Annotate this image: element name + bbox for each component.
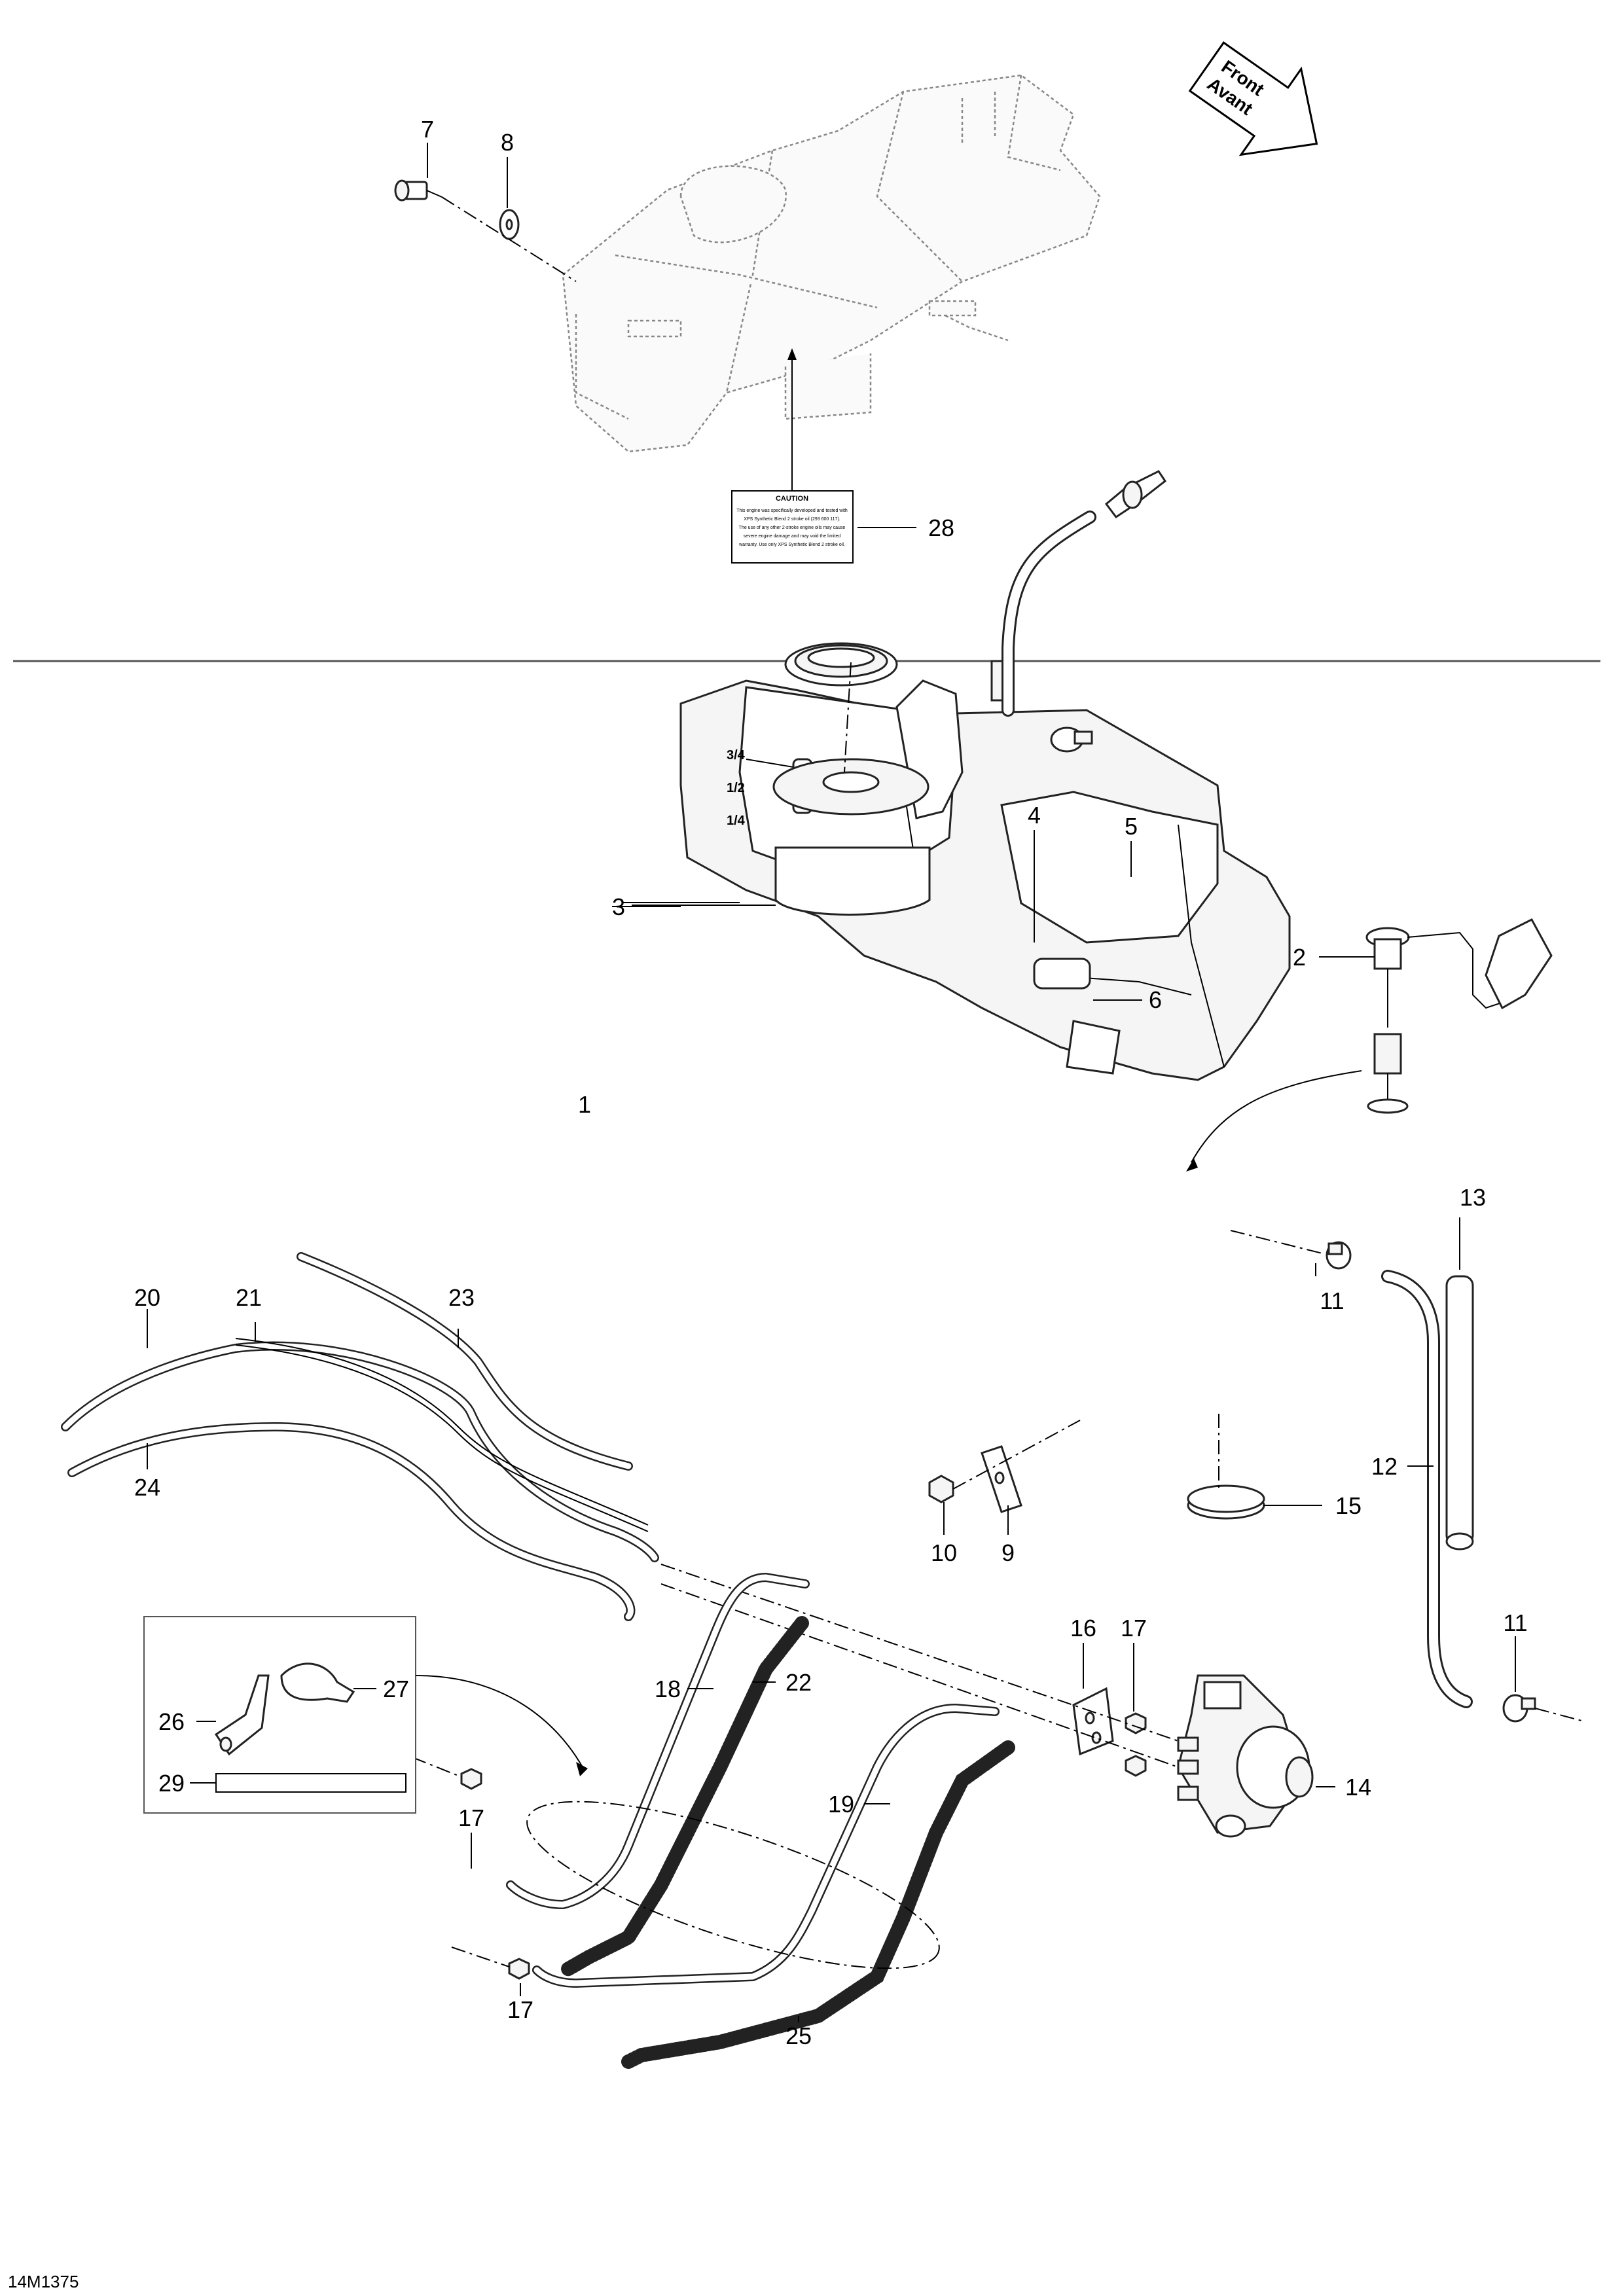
caution-line: XPS Synthetic Blend 2 stroke oil (293 60… bbox=[744, 517, 840, 522]
callout-27: 27 bbox=[383, 1676, 409, 1702]
callout-17-upper: 17 bbox=[1121, 1615, 1147, 1641]
callout-13: 13 bbox=[1460, 1184, 1486, 1211]
callout-10: 10 bbox=[931, 1539, 957, 1566]
caution-line: warranty. Use only XPS Synthetic Blend 2… bbox=[738, 543, 845, 547]
callout-16: 16 bbox=[1070, 1615, 1096, 1641]
callout-4: 4 bbox=[1028, 802, 1041, 829]
vehicle-body-ghost bbox=[562, 74, 1101, 453]
callout-1: 1 bbox=[578, 1091, 591, 1118]
callout-9: 9 bbox=[1001, 1539, 1015, 1566]
screw-10 bbox=[928, 1475, 954, 1503]
callout-6: 6 bbox=[1149, 986, 1162, 1013]
clamp-11-lower bbox=[1502, 1694, 1536, 1723]
callout-26: 26 bbox=[158, 1708, 185, 1735]
callout-29: 29 bbox=[158, 1770, 185, 1797]
hose-13 bbox=[1445, 1275, 1474, 1551]
callout-8: 8 bbox=[501, 129, 514, 156]
nut-17 bbox=[1125, 1712, 1147, 1734]
callout-24: 24 bbox=[134, 1474, 160, 1501]
callout-23: 23 bbox=[448, 1284, 475, 1311]
callout-28: 28 bbox=[928, 514, 954, 541]
callout-17-mid: 17 bbox=[458, 1804, 484, 1831]
callout-7: 7 bbox=[421, 116, 434, 143]
callout-12: 12 bbox=[1371, 1453, 1398, 1480]
tank-mark-quarter: 1/4 bbox=[727, 814, 746, 828]
inset-box bbox=[143, 1616, 416, 1814]
tank-mark-full: 3/4 bbox=[727, 748, 746, 762]
callout-14: 14 bbox=[1345, 1774, 1371, 1801]
caution-line: The use of any other 2-stroke engine oil… bbox=[739, 526, 846, 530]
front-direction-arrow: Front Avant bbox=[1188, 41, 1318, 156]
plate-9 bbox=[981, 1445, 1022, 1513]
callout-3: 3 bbox=[612, 893, 625, 920]
nut-17 bbox=[1125, 1755, 1147, 1777]
tank-mark-half: 1/2 bbox=[727, 781, 745, 795]
caution-line: severe engine damage and may void the li… bbox=[744, 534, 841, 539]
oil-level-sensor-2 bbox=[1365, 918, 1553, 1114]
bracket-16 bbox=[1072, 1687, 1114, 1756]
bolt-7 bbox=[394, 179, 428, 202]
callout-25: 25 bbox=[785, 2022, 812, 2049]
diagram-id: 14M1375 bbox=[8, 2272, 79, 2291]
nut-17 bbox=[508, 1958, 530, 1980]
callout-22: 22 bbox=[785, 1669, 812, 1696]
callout-5: 5 bbox=[1125, 813, 1138, 840]
clamp-11-upper bbox=[1326, 1241, 1352, 1270]
washer-8 bbox=[499, 209, 520, 240]
vent-fitting-5 bbox=[1104, 470, 1167, 519]
callout-21: 21 bbox=[236, 1284, 262, 1311]
nut-17 bbox=[460, 1768, 482, 1790]
callout-18: 18 bbox=[655, 1676, 681, 1702]
caution-line: This engine was specifically developed a… bbox=[736, 509, 848, 513]
callout-19: 19 bbox=[828, 1791, 854, 1818]
callout-17-lower: 17 bbox=[507, 1996, 533, 2023]
callout-20: 20 bbox=[134, 1284, 160, 1311]
hose-group-ellipse bbox=[526, 1801, 940, 1969]
caution-title: CAUTION bbox=[776, 495, 808, 503]
clamp-15 bbox=[1187, 1484, 1265, 1520]
clamp-6 bbox=[1050, 726, 1093, 753]
callout-11-upper: 11 bbox=[1320, 1287, 1344, 1314]
filler-cap-3 bbox=[772, 758, 931, 916]
caution-label-28: CAUTION This engine was specifically dev… bbox=[731, 490, 854, 564]
oil-tank-1: 3/4 1/2 1/4 bbox=[679, 642, 1291, 1081]
callout-15: 15 bbox=[1335, 1492, 1362, 1519]
callout-11-lower: 11 bbox=[1503, 1609, 1527, 1636]
oil-pump-14 bbox=[1177, 1674, 1314, 1838]
callout-2: 2 bbox=[1293, 944, 1306, 971]
